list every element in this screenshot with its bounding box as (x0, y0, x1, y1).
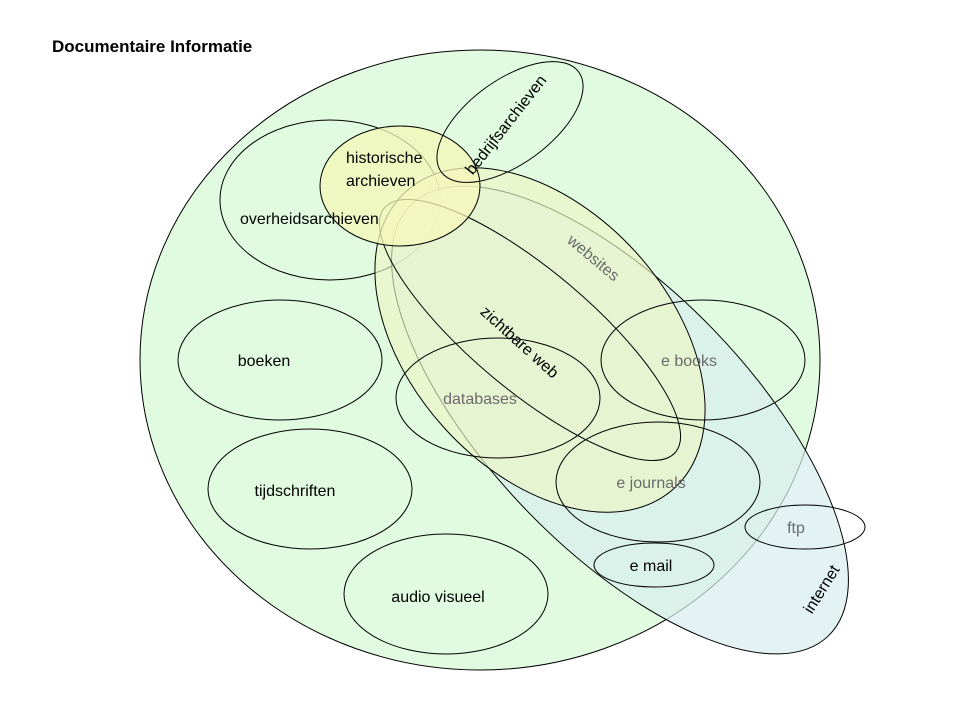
e-journals-label: e journals (616, 475, 685, 492)
bedrijfsarchieven-ellipse (436, 61, 584, 183)
databases-label: databases (443, 391, 517, 408)
historische-archieven-ellipse (319, 125, 481, 247)
audio-visueel-ellipse (343, 533, 549, 655)
historische-archieven-label-line1: historische (346, 150, 423, 167)
ftp-ellipse (744, 504, 866, 550)
page-title: Documentaire Informatie (52, 37, 252, 56)
overheidsarchieven-label: overheidsarchieven (240, 211, 379, 228)
e-mail-ellipse (593, 542, 715, 588)
e-books-label: e books (661, 353, 717, 370)
historische-archieven-label-line2: archieven (346, 173, 415, 190)
e-mail-label: e mail (630, 558, 673, 575)
databases-ellipse (395, 337, 601, 459)
boeken-ellipse (177, 299, 383, 421)
boeken-label: boeken (238, 353, 291, 370)
ftp-label: ftp (787, 520, 805, 537)
audio-visueel-label: audio visueel (391, 589, 484, 606)
tijdschriften-ellipse (207, 428, 413, 550)
tijdschriften-label: tijdschriften (255, 483, 336, 500)
e-journals-ellipse (555, 421, 761, 543)
e-books-ellipse (600, 299, 806, 421)
